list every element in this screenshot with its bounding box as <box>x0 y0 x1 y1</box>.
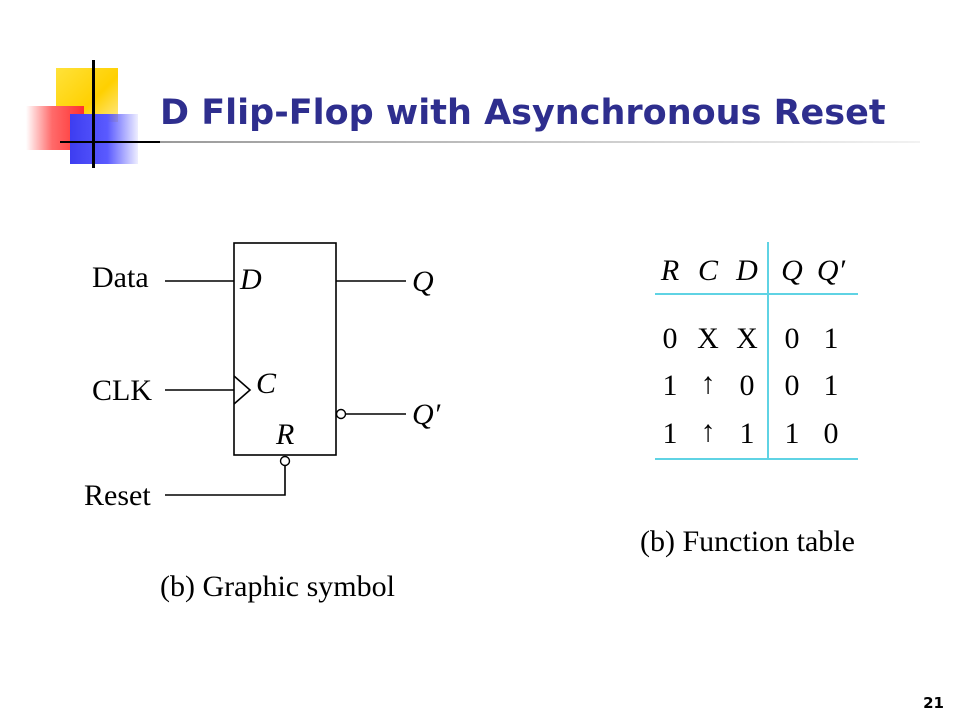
flip-flop-graphic-symbol: Data D CLK C R Reset Q Q′ <box>84 242 441 512</box>
flip-flop-box <box>233 242 337 456</box>
table-cell: 1 <box>663 417 678 450</box>
table-header-q-not: Q′ <box>817 254 846 287</box>
table-cell: 1 <box>740 417 755 450</box>
data-input-label: Data <box>92 261 149 294</box>
table-header-q: Q <box>781 254 803 287</box>
table-cell: 0 <box>663 322 678 355</box>
decorative-logo <box>0 0 165 180</box>
logo-horizontal-line <box>60 141 165 143</box>
logo-vertical-line <box>92 60 95 168</box>
r-pin-label: R <box>275 418 294 451</box>
table-cell-rising-edge: ↑ <box>701 415 716 448</box>
q-not-inversion-bubble <box>335 408 347 420</box>
table-cell: X <box>697 322 719 355</box>
reset-input-label: Reset <box>84 479 151 512</box>
table-header-c: C <box>698 254 719 287</box>
table-cell: 1 <box>663 369 678 402</box>
table-cell-rising-edge: ↑ <box>701 367 716 400</box>
table-cell: 0 <box>785 322 800 355</box>
d-pin-label: D <box>239 263 262 296</box>
table-header-r: R <box>660 254 679 287</box>
table-cell: 1 <box>824 369 839 402</box>
slide-title: D Flip-Flop with Asynchronous Reset <box>160 93 886 133</box>
graphic-symbol-caption: (b) Graphic symbol <box>160 570 395 603</box>
reset-inversion-bubble <box>279 455 291 467</box>
reset-input-wire <box>165 465 286 496</box>
function-table-caption: (b) Function table <box>640 525 855 558</box>
function-table: R C D Q Q′ 0 X X 0 1 1 ↑ 0 0 1 1 ↑ 1 1 0 <box>655 242 858 460</box>
clock-edge-indicator <box>233 375 252 405</box>
table-cell: 0 <box>740 369 755 402</box>
table-cell: 1 <box>785 417 800 450</box>
q-output-label: Q <box>412 265 434 298</box>
table-header-d: D <box>735 254 758 287</box>
c-pin-label: C <box>256 367 277 400</box>
title-underline <box>160 141 920 143</box>
table-cell: X <box>736 322 758 355</box>
clk-input-label: CLK <box>92 374 152 407</box>
logo-blue-square <box>70 114 138 164</box>
q-not-output-label: Q′ <box>412 398 441 431</box>
table-cell: 1 <box>824 322 839 355</box>
table-cell: 0 <box>785 369 800 402</box>
page-number: 21 <box>923 694 944 712</box>
table-cell: 0 <box>824 417 839 450</box>
